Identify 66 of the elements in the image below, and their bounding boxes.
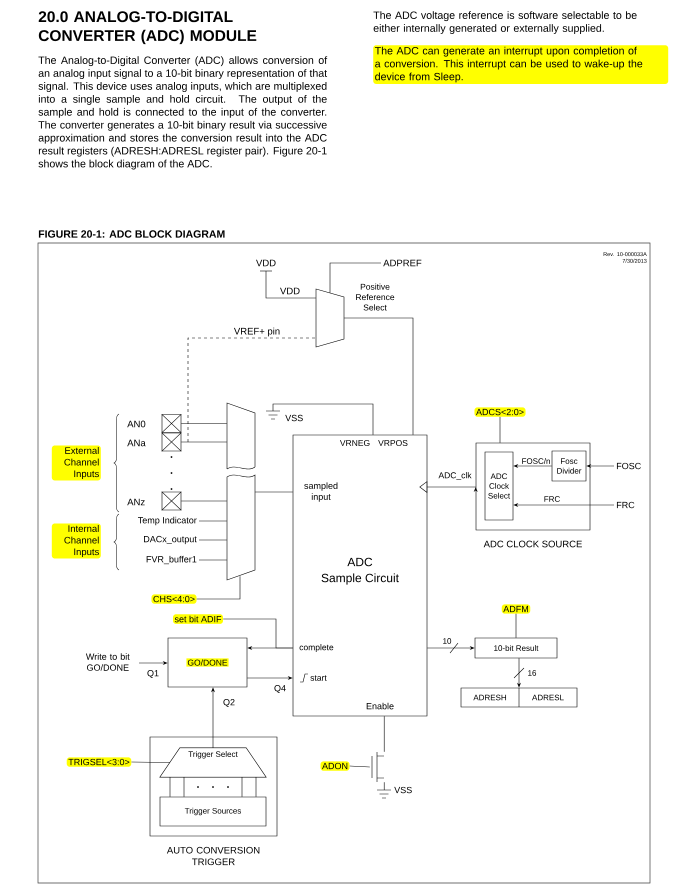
edge-label: VREF+ pin [232, 326, 282, 338]
input-label: Temp Indicator [138, 516, 197, 526]
input-label: FVR_buffer1 [146, 556, 196, 564]
register-label: ADRESH [473, 694, 506, 700]
supply-label: VDD [256, 260, 276, 272]
signal-label: Write to bit GO/DONE [86, 653, 130, 671]
result-box: 10-bit Result [474, 638, 558, 658]
connector-line [131, 762, 170, 763]
register-field-label: CHS<4:0> [152, 594, 197, 604]
signal-label: ADPREF [383, 260, 422, 266]
edge-label: FRC [542, 495, 562, 503]
multiplexer-symbol [226, 402, 256, 580]
port-label: start [310, 675, 327, 681]
edge-label: Q4 [273, 684, 287, 694]
edge-label: Q2 [222, 698, 236, 708]
connector-line [344, 318, 414, 435]
clock-select-box: ADC Clock Select [484, 452, 514, 520]
flag-label: set bit ADIF [173, 614, 223, 624]
connector-line [198, 520, 228, 522]
connector-line [222, 618, 293, 648]
port-label: sampled input [304, 482, 338, 502]
mux-label: Positive Reference Select [356, 284, 394, 310]
go-done-box: GO/DONE [168, 638, 248, 688]
connector-line [181, 500, 228, 502]
edge-label: ADC_clk [437, 471, 473, 481]
transistor-symbol [372, 752, 384, 782]
block-title: Sample Circuit [322, 573, 399, 585]
register-field-label: ADON [320, 761, 350, 771]
trigger-sources-box: Trigger Sources [160, 796, 266, 826]
body-paragraph: The ADC can generate an interrupt upon completion of a conversion. This interrupt can be used to wake-up the device from Sleep. [373, 45, 668, 84]
edge-label: 10 [442, 637, 452, 645]
connector-line [349, 766, 370, 768]
connector-line [196, 576, 240, 600]
connector-line [330, 262, 382, 294]
register-field-label: ADCS<2:0> [474, 407, 526, 417]
connector-line [181, 423, 228, 424]
body-paragraph: The Analog-to-Digital Converter (ADC) allows conversion of an analog input signal to a 10-bit binary representation of that signal. This device uses analog inputs, which are multiplexed into a single sample and hold circuit. The output of the sample and hold is connected to the input of the converter. The converter generates a 10-bit binary result via successive approximation and stores the conversion result into the ADC result registers (ADRESH:ADRESL register pair). Figure 20-1 shows the block diagram of the ADC. [38, 56, 328, 170]
port-label: VRPOS [378, 440, 408, 446]
group-label: External Channel Inputs [52, 445, 101, 481]
figure-caption: FIGURE 20-1: ADC BLOCK DIAGRAM [38, 230, 225, 238]
edge-label: 16 [526, 669, 538, 677]
register-label: ADRESL [532, 694, 564, 700]
pin-label: ANz [127, 498, 145, 506]
input-label: DACx_output [144, 536, 197, 544]
clock-input-label: FRC [616, 502, 634, 508]
dashed-line [188, 338, 316, 442]
block-title: ADC [347, 558, 372, 566]
connector-line [272, 404, 374, 435]
body-paragraph: The ADC voltage reference is software selectable to be either internally generated or externally supplied. [373, 11, 637, 34]
edge-label: VDD [278, 286, 302, 296]
clock-input-label: FOSC [616, 462, 641, 470]
block-label: Trigger Select [188, 751, 238, 759]
section-heading: 20.0 ANALOG-TO-DIGITAL CONVERTER (ADC) MODULE [38, 11, 256, 44]
block-heading: AUTO CONVERSION TRIGGER [166, 846, 260, 866]
register-field-label: ADFM [502, 604, 530, 614]
port-label: complete [300, 644, 334, 652]
pin-label: ANa [127, 440, 146, 446]
port-label: Enable [366, 702, 394, 710]
block-heading: ADC CLOCK SOURCE [484, 540, 582, 548]
connector-line [266, 270, 316, 298]
register-field-label: TRIGSEL<3:0> [66, 757, 132, 767]
port-label: VRNEG [340, 440, 370, 446]
edge-label: Q1 [146, 669, 160, 679]
edge-label: FOSC/n [520, 457, 552, 465]
group-label: Internal Channel Inputs [52, 524, 101, 559]
pin-label: AN0 [127, 420, 146, 428]
